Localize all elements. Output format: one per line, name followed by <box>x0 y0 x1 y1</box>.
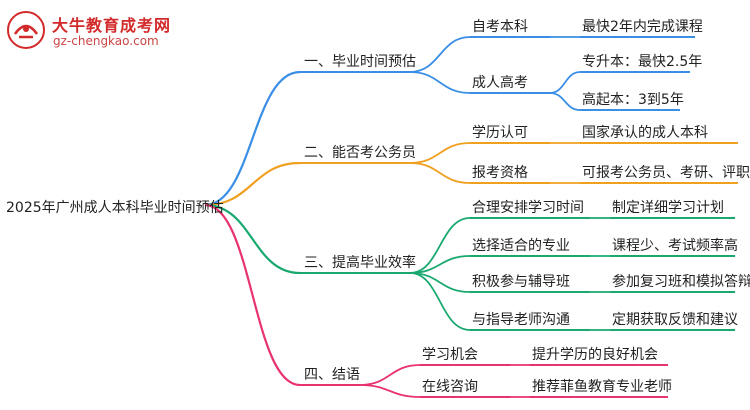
root-topic: 2025年广州成人本科毕业时间预估 <box>6 200 224 216</box>
mindmap-labels: 2025年广州成人本科毕业时间预估 一、毕业时间预估 自考本科 最快2年内完成课程成人… <box>6 19 750 395</box>
branch-1-child-1-value: 最快2年内完成课程 <box>582 19 703 35</box>
brand-title: 大牛教育成考网 <box>52 16 172 35</box>
edge-branch-1-child-1 <box>409 36 471 73</box>
branch-1-sub-2-label: 高起本：3到5年 <box>582 91 684 108</box>
edge-branch-4-child-1 <box>359 364 421 386</box>
edge-branch-1-child-2 <box>409 71 471 94</box>
branch-3-child-1-label: 合理安排学习时间 <box>472 200 584 216</box>
branch-1-child-2-label: 成人高考 <box>472 74 528 91</box>
branch-3-child-3-value: 参加复习班和模拟答辩 <box>612 273 750 290</box>
brand-url: gz-chengkao.com <box>53 34 159 48</box>
branch-2-child-2-label: 报考资格 <box>472 165 528 181</box>
edge-branch-3-child-2 <box>409 255 471 274</box>
edge-branch-1 <box>204 70 301 207</box>
edge-branch-2-child-2 <box>409 162 471 184</box>
edge-branch-4 <box>204 203 301 387</box>
edge-branch-3 <box>204 203 301 275</box>
branch-4-label: 四、结语 <box>304 367 360 383</box>
branch-3-child-4-label: 与指导老师沟通 <box>472 312 570 328</box>
edge-branch-1-sub-1 <box>549 71 581 94</box>
mindmap-underlines <box>300 36 738 398</box>
branch-4-child-1-value: 提升学历的良好机会 <box>532 347 658 363</box>
branch-1-sub-1-label: 专升本：最快2.5年 <box>582 54 702 70</box>
branch-3-child-2-value: 课程少、考试频率高 <box>612 237 738 254</box>
branch-4-child-2-label: 在线咨询 <box>422 379 478 395</box>
branch-2-label: 二、能否考公务员 <box>304 145 416 161</box>
branch-2-child-1-value: 国家承认的成人本科 <box>582 124 708 141</box>
branch-1-child-1-label: 自考本科 <box>472 19 528 35</box>
edge-branch-3-child-1 <box>409 217 471 274</box>
edge-branch-2 <box>204 161 301 207</box>
mindmap-edges <box>204 36 610 398</box>
edge-branch-3-child-4 <box>409 272 471 331</box>
branch-1-label: 一、毕业时间预估 <box>304 54 416 70</box>
branch-3-child-1-value: 制定详细学习计划 <box>612 200 724 216</box>
branch-3-child-2-label: 选择适合的专业 <box>472 238 570 254</box>
branch-2-child-2-value: 可报考公务员、考研、评职称 <box>582 165 750 181</box>
branch-3-label: 三、提高毕业效率 <box>304 254 416 271</box>
edge-branch-1-sub-2 <box>549 92 581 111</box>
watermark: 大牛教育成考网 gz-chengkao.com <box>0 0 200 56</box>
edge-branch-2-child-1 <box>409 142 471 164</box>
branch-3-child-4-value: 定期获取反馈和建议 <box>612 312 738 328</box>
brand-logo-icon <box>7 11 45 49</box>
branch-3-child-3-label: 积极参与辅导班 <box>472 273 570 290</box>
branch-4-child-2-value: 推荐菲鱼教育专业老师 <box>532 378 672 395</box>
branch-4-child-1-label: 学习机会 <box>422 347 478 363</box>
branch-2-child-1-label: 学历认可 <box>472 125 528 141</box>
edge-branch-4-child-2 <box>359 384 421 398</box>
